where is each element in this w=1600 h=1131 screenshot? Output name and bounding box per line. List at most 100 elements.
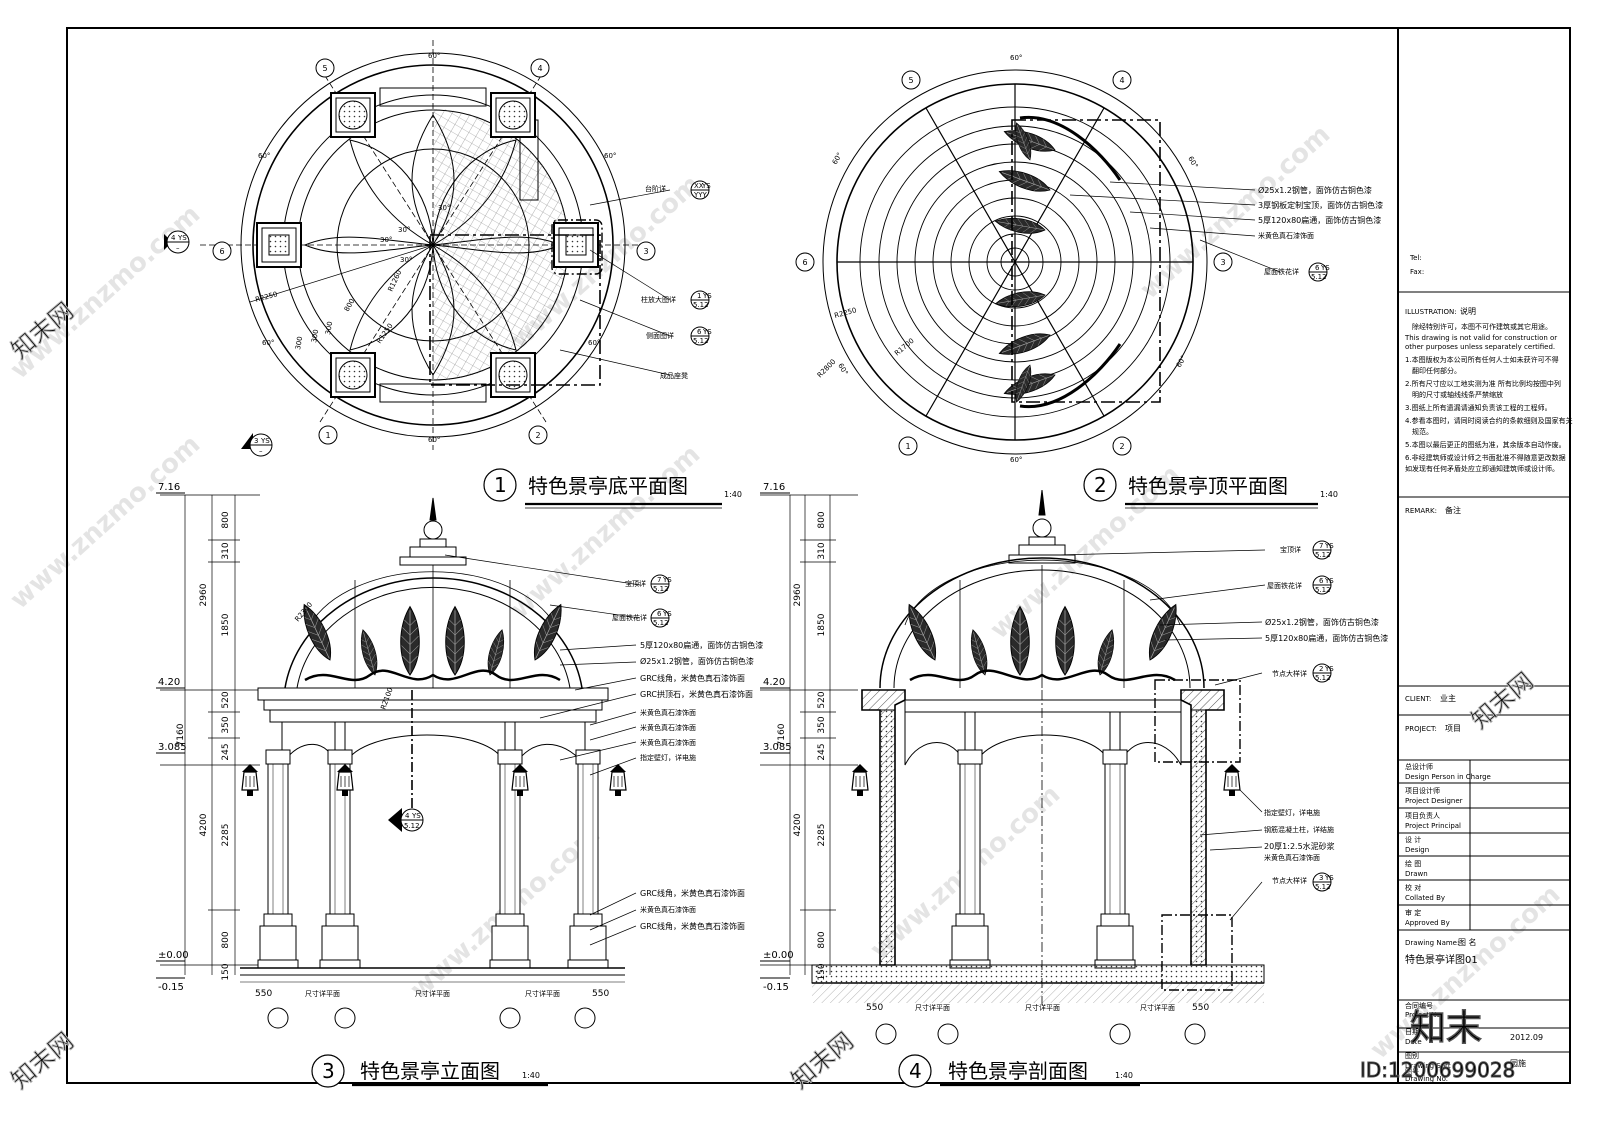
svg-text:YS: YS [177,234,187,242]
svg-text:YS: YS [411,812,421,820]
svg-text:钢筋混凝土柱，详结施: 钢筋混凝土柱，详结施 [1264,825,1334,834]
svg-text:3.085: 3.085 [763,742,792,753]
svg-text:特色景亭底平面图: 特色景亭底平面图 [528,474,688,498]
section-marker: 3 YS – [241,433,273,457]
angle-label: 30° [400,256,412,264]
angle-label: 30° [398,226,410,234]
svg-text:翻印任何部分。: 翻印任何部分。 [1412,366,1461,375]
watermark-text: www.znzmo.com [505,439,707,625]
svg-text:Ø25x1.2钢管，面饰仿古铜色漆: Ø25x1.2钢管，面饰仿古铜色漆 [1258,185,1372,195]
watermark-text: www.znzmo.com [5,429,207,615]
section-cut [811,689,1265,1003]
svg-text:3.085: 3.085 [158,742,187,753]
svg-text:60°: 60° [836,362,849,377]
section-marker: 4 YS – [164,230,190,254]
svg-text:–: – [259,447,263,455]
svg-text:Project Principal: Project Principal [1405,822,1461,830]
dim-label: 300 [294,336,304,351]
svg-text:-0.15: -0.15 [763,982,789,993]
svg-text:7.16: 7.16 [763,482,785,493]
svg-text:3厚钢板定制宝顶，面饰仿古铜色漆: 3厚钢板定制宝顶，面饰仿古铜色漆 [1258,200,1383,210]
svg-text:245: 245 [817,743,827,760]
svg-text:YYY: YYY [693,191,708,199]
svg-text:5: 5 [908,76,913,85]
svg-text:项目设计师: 项目设计师 [1405,786,1440,795]
levels: 7.16 4.20 3.085 ±0.00 -0.15 [156,482,189,993]
role-rows: 总设计师 Design Person in Charge 项目设计师 Proje… [1405,762,1491,927]
svg-text:±0.00: ±0.00 [763,950,794,961]
angle-label: 60° [258,152,270,160]
svg-text:1: 1 [697,292,701,300]
svg-text:7.16: 7.16 [158,482,180,493]
svg-text:业主: 业主 [1440,693,1456,703]
axis-label: 5 [322,64,327,73]
svg-text:米黄色真石漆饰面: 米黄色真石漆饰面 [640,708,696,717]
svg-text:除经特别许可，本图不可作建筑或其它用途。: 除经特别许可，本图不可作建筑或其它用途。 [1412,322,1552,331]
svg-text:明的尺寸或轴线线条严禁缩放: 明的尺寸或轴线线条严禁缩放 [1412,390,1503,399]
svg-text:5厚120x80扁通，面饰仿古铜色漆: 5厚120x80扁通，面饰仿古铜色漆 [640,640,763,650]
svg-text:310: 310 [817,542,827,559]
svg-text:520: 520 [817,691,827,708]
svg-text:5.12: 5.12 [693,337,709,345]
svg-text:规范。: 规范。 [1412,427,1433,436]
svg-text:3: 3 [254,437,258,445]
plan2-notes: Ø25x1.2钢管，面饰仿古铜色漆 3厚钢板定制宝顶，面饰仿古铜色漆 5厚120… [1069,181,1383,282]
svg-text:350: 350 [817,716,827,733]
svg-text:60°: 60° [831,151,844,166]
svg-text:350: 350 [221,716,231,733]
svg-text:PROJECT:: PROJECT: [1405,725,1437,733]
svg-text:4.参看本图时，请同时阅读合约的条款细则及国家有关: 4.参看本图时，请同时阅读合约的条款细则及国家有关 [1405,416,1573,425]
svg-text:图 名: 图 名 [1458,937,1477,947]
svg-text:尺寸详平面: 尺寸详平面 [1025,1003,1060,1012]
svg-text:60°: 60° [1186,155,1199,170]
svg-text:4: 4 [909,1059,922,1083]
svg-text:特色景亭剖面图: 特色景亭剖面图 [948,1059,1088,1083]
svg-text:7: 7 [657,576,661,584]
note-text: 侧面图详 [646,331,674,340]
axis-label: 2 [535,431,540,440]
svg-text:屋面铁花详: 屋面铁花详 [1264,267,1299,276]
dim-label: 300 [310,329,320,344]
svg-text:米黄色真石漆饰面: 米黄色真石漆饰面 [640,738,696,747]
svg-text:指定壁灯，详电施: 指定壁灯，详电施 [1264,808,1320,817]
plan-columns [256,92,599,398]
svg-text:项目负责人: 项目负责人 [1405,811,1440,820]
svg-text:备注: 备注 [1445,505,1461,515]
svg-text:800: 800 [221,511,231,528]
svg-text:Drawing Name:: Drawing Name: [1405,939,1459,947]
svg-text:YS: YS [662,610,672,618]
svg-text:4.20: 4.20 [158,677,180,688]
axis-label: 3 [643,247,648,256]
watermark-layer: www.znzmo.com www.znzmo.com www.znzmo.co… [5,119,1567,1065]
view-2-top-plan: 5 4 6 3 1 2 60° 60° 60° 60° 60° 60° R225… [795,54,1383,509]
svg-text:ILLUSTRATION:: ILLUSTRATION: [1405,308,1457,316]
svg-text:GRC线角，米黄色真石漆饰面: GRC线角，米黄色真石漆饰面 [640,921,745,931]
view-title: 4 特色景亭剖面图 1:40 [898,1054,1140,1088]
svg-text:5.12: 5.12 [653,619,669,627]
svg-text:Ø25x1.2钢管，面饰仿古铜色漆: Ø25x1.2钢管，面饰仿古铜色漆 [1265,617,1379,627]
angle-label: 60° [428,436,440,444]
svg-text:YS: YS [702,328,712,336]
svg-text:屋面铁花详: 屋面铁花详 [1267,581,1302,590]
svg-text:2: 2 [1094,473,1107,497]
svg-text:5厚120x80扁通，面饰仿古铜色漆: 5厚120x80扁通，面饰仿古铜色漆 [1265,633,1388,643]
svg-text:6: 6 [1315,264,1320,272]
view-title: 1 特色景亭底平面图 1:40 [483,468,742,509]
svg-text:6: 6 [1319,577,1324,585]
svg-text:米黄色真石漆饰面: 米黄色真石漆饰面 [1258,231,1314,240]
svg-text:7160: 7160 [777,723,787,746]
svg-text:3: 3 [1319,874,1323,882]
watermark-brand: 知末网 [1466,667,1539,735]
svg-text:审 定: 审 定 [1405,908,1421,917]
radius-label: R1260 [387,269,404,293]
svg-text:尺寸详平面: 尺寸详平面 [525,989,560,998]
svg-text:CLIENT:: CLIENT: [1405,695,1431,703]
svg-text:60°: 60° [1010,456,1022,464]
svg-text:5.12: 5.12 [404,822,420,830]
angle-label: 30° [438,204,450,212]
svg-text:800: 800 [817,931,827,948]
angle-label: 60° [262,339,274,347]
svg-text:YS: YS [1324,542,1334,550]
